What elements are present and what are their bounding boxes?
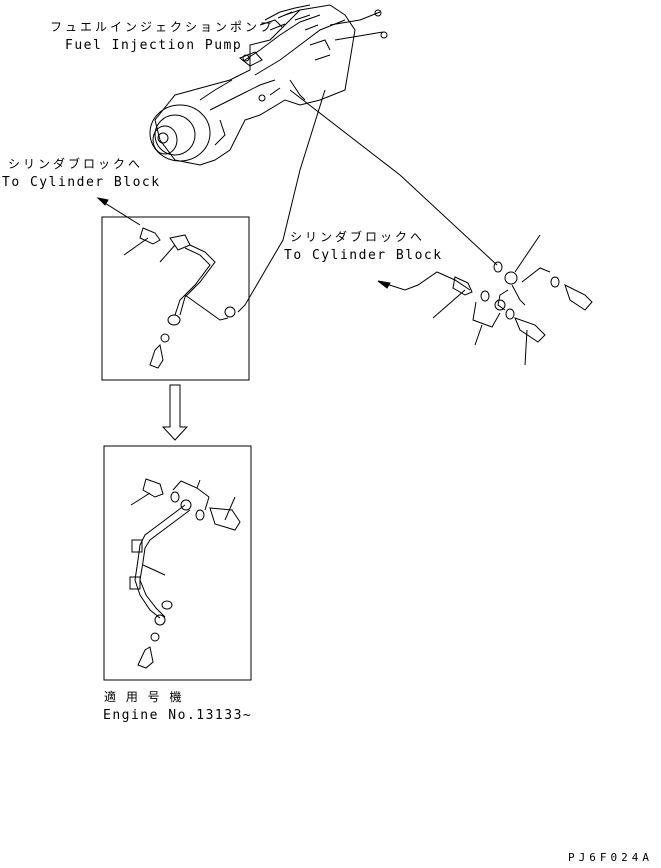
panel-after bbox=[103, 445, 252, 681]
cylinder-block-right-label-jp: シリンダブロックへ bbox=[290, 230, 426, 244]
cylinder-block-right-label-en: To Cylinder Block bbox=[284, 248, 443, 263]
leader-line-pump-left bbox=[237, 89, 326, 313]
panel-before bbox=[101, 216, 250, 381]
transition-arrow-icon bbox=[161, 384, 189, 441]
cylinder-block-left-label-en: To Cylinder Block bbox=[2, 175, 161, 190]
cylinder-block-left-label-jp: シリンダブロックへ bbox=[8, 157, 144, 171]
right-assembly-parts bbox=[377, 234, 593, 366]
fuel-injection-pump-drawing bbox=[149, 4, 388, 166]
pump-label-jp: フュエルインジェクションポンプ bbox=[50, 20, 275, 34]
serial-label-jp: 適 用 号 機 bbox=[104, 690, 185, 704]
pump-label-en: Fuel Injection Pump bbox=[65, 38, 243, 53]
serial-label-en: Engine No.13133~ bbox=[103, 708, 253, 723]
arrow-head-left bbox=[96, 197, 109, 206]
panel-after-parts bbox=[129, 478, 241, 669]
drawing-code: PJ6F024A bbox=[568, 851, 653, 864]
leader-line-pump-right bbox=[289, 89, 498, 266]
arrow-line-left bbox=[99, 199, 141, 226]
panel-before-parts bbox=[123, 227, 236, 369]
